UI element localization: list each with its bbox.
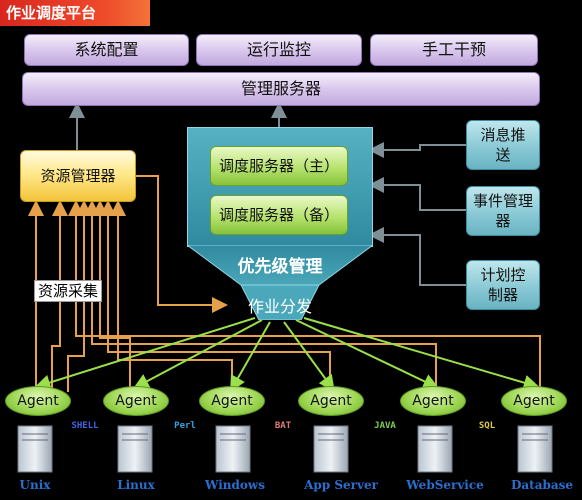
- agent-app-server[interactable]: Agent: [298, 386, 364, 416]
- server-icon-database: [517, 425, 553, 473]
- agent-windows[interactable]: Agent: [199, 386, 265, 416]
- resource-manager[interactable]: 资源管理器: [20, 150, 136, 202]
- server-label-database: Database: [510, 478, 574, 492]
- server-icon-windows: [215, 425, 251, 473]
- job-distribution-label: 作业分发: [247, 297, 312, 316]
- protocol-java: JAVA: [374, 421, 396, 431]
- dispatch-server-primary[interactable]: 调度服务器（主）: [210, 146, 348, 186]
- agent-webservice[interactable]: Agent: [400, 386, 466, 416]
- server-icon-app-server: [313, 425, 349, 473]
- plan-controller[interactable]: 计划控制器: [466, 260, 540, 310]
- priority-funnel: [187, 245, 373, 320]
- protocol-bat: BAT: [274, 421, 292, 431]
- server-icons: [17, 425, 553, 473]
- server-label-webservice: WebService: [406, 478, 484, 492]
- message-push[interactable]: 消息推送: [466, 120, 540, 170]
- server-icon-webservice: [417, 425, 453, 473]
- server-label-app-server: App Server: [304, 478, 378, 492]
- server-label-windows: Windows: [204, 478, 266, 492]
- agent-linux[interactable]: Agent: [103, 386, 169, 416]
- resource-collection-label: 资源采集: [34, 280, 102, 302]
- dispatch-server-backup[interactable]: 调度服务器（备）: [210, 195, 348, 235]
- module-system-config[interactable]: 系统配置: [24, 34, 189, 66]
- server-icon-unix: [17, 425, 53, 473]
- event-manager[interactable]: 事件管理器: [466, 186, 540, 236]
- module-manual-intervention[interactable]: 手工干预: [370, 34, 538, 66]
- agent-database[interactable]: Agent: [501, 386, 567, 416]
- protocol-perl: Perl: [174, 421, 196, 431]
- module-run-monitor[interactable]: 运行监控: [196, 34, 362, 66]
- agent-unix[interactable]: Agent: [5, 386, 71, 416]
- management-server[interactable]: 管理服务器: [22, 72, 540, 106]
- protocol-sql: SQL: [478, 421, 496, 431]
- server-label-unix: Unix: [19, 478, 51, 492]
- server-label-linux: Linux: [117, 478, 155, 492]
- priority-management-label: 优先级管理: [237, 257, 323, 277]
- platform-title: 作业调度平台: [0, 0, 150, 26]
- protocol-shell: SHELL: [71, 421, 99, 431]
- server-icon-linux: [117, 425, 153, 473]
